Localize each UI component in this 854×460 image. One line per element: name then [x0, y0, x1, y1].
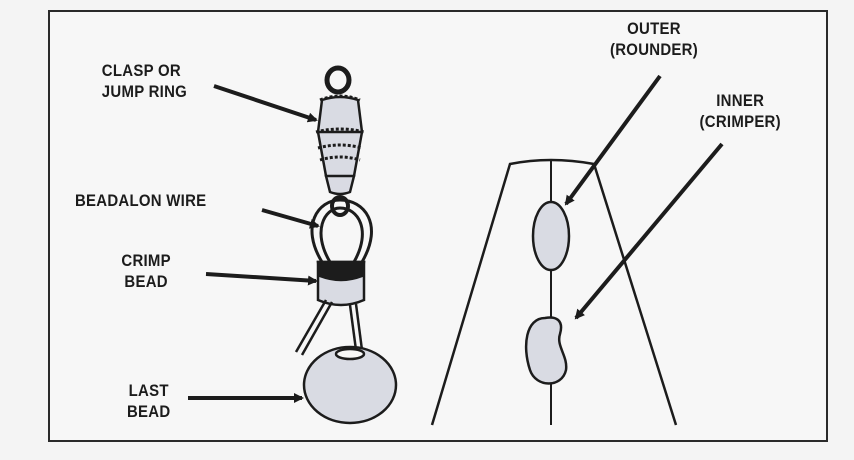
label-wire: BEADALON WIRE: [75, 190, 206, 211]
label-outer: OUTER (ROUNDER): [610, 18, 698, 60]
inner-crimper-notch: [524, 316, 568, 385]
label-crimp-bead: CRIMP BEAD: [121, 250, 171, 292]
label-outer-line1: OUTER: [627, 19, 681, 38]
arrow-inner: [574, 142, 724, 320]
crimp-bead-shape: [316, 260, 366, 307]
arrow-crimp-bead: [205, 272, 318, 286]
label-crimp-line1: CRIMP: [121, 251, 171, 270]
arrow-outer: [564, 74, 662, 206]
arrow-clasp: [213, 84, 318, 123]
label-last-bead: LAST BEAD: [127, 380, 170, 422]
label-inner-line2: (CRIMPER): [699, 112, 781, 131]
label-last-line1: LAST: [128, 381, 169, 400]
wire-tails: [294, 299, 364, 356]
clasp: [315, 65, 365, 217]
outer-rounder-notch: [531, 200, 571, 272]
callout-arrows: [188, 74, 724, 403]
label-wire-text: BEADALON WIRE: [74, 191, 207, 210]
last-bead-shape: [302, 345, 398, 425]
arrow-wire: [261, 208, 320, 229]
label-outer-line2: (ROUNDER): [609, 40, 698, 59]
label-crimp-line2: BEAD: [124, 272, 168, 291]
pliers-jaws: [430, 158, 678, 426]
diagram-frame: [48, 10, 828, 442]
label-clasp: CLASP OR JUMP RING: [102, 60, 187, 102]
wire-loop: [310, 198, 373, 263]
label-inner-line1: INNER: [716, 91, 765, 110]
label-last-line2: BEAD: [126, 402, 171, 421]
label-clasp-line1: CLASP OR: [101, 61, 181, 80]
label-clasp-line2: JUMP RING: [101, 82, 188, 101]
label-inner: INNER (CRIMPER): [700, 90, 781, 132]
